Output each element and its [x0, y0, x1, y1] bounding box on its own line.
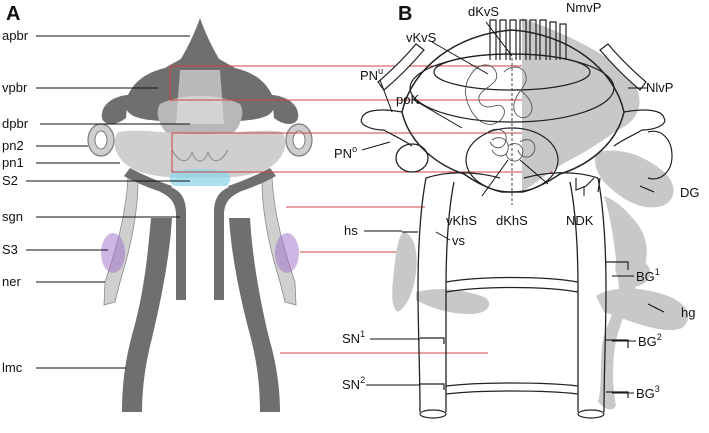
panel-b-letter: B: [398, 3, 412, 25]
label-pok: poK: [396, 92, 419, 107]
cord-left-inner: [445, 181, 455, 412]
label-dkhs: dKhS: [496, 213, 528, 228]
shade-hg-left-wing: [416, 289, 490, 314]
apbr: [178, 18, 222, 64]
panel-b: [360, 18, 689, 419]
label-bg1: BG1: [636, 267, 660, 284]
pn2-right-ring: [285, 123, 313, 157]
dpbr-fade: [176, 70, 224, 124]
pno-ring: [395, 143, 429, 173]
cord-ends: [419, 409, 605, 419]
label-lmc: lmc: [2, 360, 23, 375]
mid-body: [114, 130, 286, 178]
labels: A B apbr vpbr dpbr pn2 pn1 S2 sgn S3 ner…: [2, 0, 700, 401]
pno-loop-left: [360, 109, 413, 147]
label-pn2: pn2: [2, 138, 24, 153]
lmc-right: [229, 218, 280, 412]
label-bg3: BG3: [636, 384, 660, 401]
lmc-left: [122, 218, 172, 412]
label-sgn: sgn: [2, 209, 23, 224]
label-bg2: BG2: [638, 332, 662, 349]
ndk-loop-right: [613, 109, 666, 147]
sgn-left: [160, 186, 186, 300]
arm-right: [228, 168, 276, 194]
label-ndk: NDK: [566, 213, 594, 228]
cord-arm-right: [523, 172, 599, 179]
label-dg: DG: [680, 185, 700, 200]
s2-region: [169, 169, 231, 186]
panel-b-leaders: [361, 21, 665, 394]
cord-right-inner: [569, 181, 579, 412]
cord-right-outline: [597, 177, 607, 413]
label-nmvp: NmvP: [566, 0, 601, 15]
label-pnu: PNu: [360, 66, 383, 83]
label-vs: vs: [452, 233, 466, 248]
label-pn1: pn1: [2, 155, 24, 170]
s3-left: [101, 233, 125, 273]
mid-body-wave: [171, 149, 229, 162]
label-apbr: apbr: [2, 28, 29, 43]
shade-bg1: [615, 256, 651, 287]
sgn-right: [214, 186, 240, 300]
pok-swirl: [465, 64, 533, 162]
pn2-left-ring: [87, 123, 115, 157]
commissures: [445, 276, 579, 395]
label-vkvs: vKvS: [406, 30, 437, 45]
label-pno: PNo: [334, 144, 357, 161]
vpbr-side-right: [272, 95, 299, 124]
shade-dg: [595, 150, 674, 208]
segmental-nerves: [402, 231, 629, 398]
label-s3: S3: [2, 242, 18, 257]
nmvp-comb: [489, 19, 567, 60]
panel-a-leaders: [26, 35, 190, 369]
label-ner: ner: [2, 274, 21, 289]
dg-ring: [647, 130, 673, 180]
label-hg: hg: [681, 305, 695, 320]
ndk-bracket: [575, 177, 601, 193]
label-s2: S2: [2, 173, 18, 188]
label-sn2: SN2: [342, 375, 365, 392]
brain-outline: [401, 29, 625, 193]
pnu-nerve-left: [377, 43, 425, 91]
vpbr-side-left: [101, 95, 128, 124]
cord-left-outline: [417, 177, 427, 413]
panel-a-letter: A: [6, 3, 20, 25]
shade-hg-left: [392, 232, 417, 312]
label-vpbr: vpbr: [2, 80, 28, 95]
label-hs: hs: [344, 223, 358, 238]
label-vkhs: vKhS: [446, 213, 477, 228]
label-sn1: SN1: [342, 329, 365, 346]
nlvp-nerve-right: [599, 43, 647, 91]
panel-a: [26, 18, 313, 412]
label-dpbr: dpbr: [2, 116, 29, 131]
shade-hg-right: [596, 288, 689, 331]
vkhs-swirl: [491, 137, 536, 158]
label-nlvp: NlvP: [646, 80, 673, 95]
label-dkvs: dKvS: [468, 4, 499, 19]
cord-arm-left: [425, 172, 501, 179]
s3-right: [275, 233, 299, 273]
